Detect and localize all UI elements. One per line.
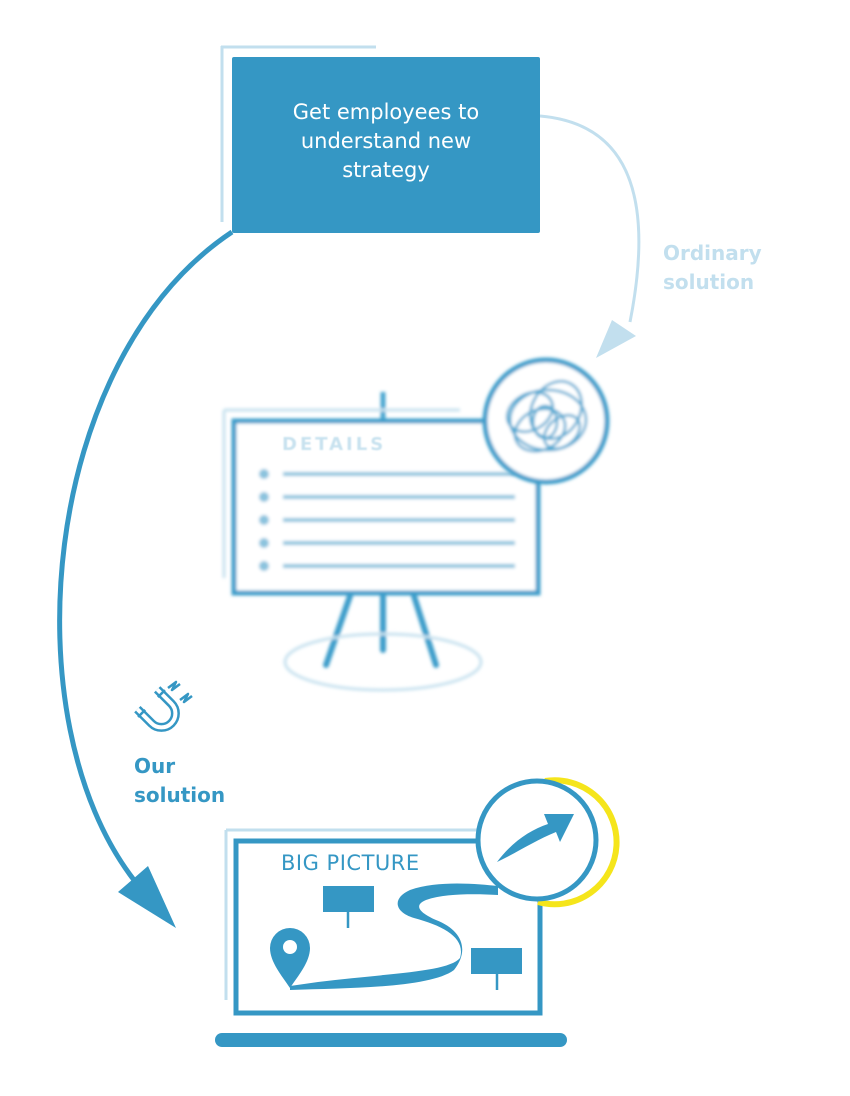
presentation-easel xyxy=(222,392,541,692)
goal-box-outline xyxy=(220,45,376,222)
winding-road xyxy=(290,883,498,990)
our-solution-arrow xyxy=(57,229,234,928)
goal-text: Get employees to understand new strategy xyxy=(292,99,480,182)
map-pin-icon xyxy=(270,928,310,988)
our-solution-label: Our solution xyxy=(134,754,226,807)
easel-legs xyxy=(323,593,439,668)
tangled-scribble-icon xyxy=(482,357,610,485)
board-title: DETAILS xyxy=(282,434,387,455)
goal-box: Get employees to understand new strategy xyxy=(232,57,540,233)
signpost xyxy=(471,948,522,990)
trend-arrow-icon xyxy=(475,777,620,908)
signpost xyxy=(323,886,374,928)
laptop-base xyxy=(215,1033,567,1047)
board-list xyxy=(259,469,515,571)
magnet-spark-icon xyxy=(167,680,193,704)
screen-title: BIG PICTURE xyxy=(281,851,420,875)
magnet-icon xyxy=(134,686,180,732)
ordinary-solution-arrow xyxy=(539,114,641,358)
ordinary-solution-label: Ordinary solution xyxy=(663,241,762,294)
